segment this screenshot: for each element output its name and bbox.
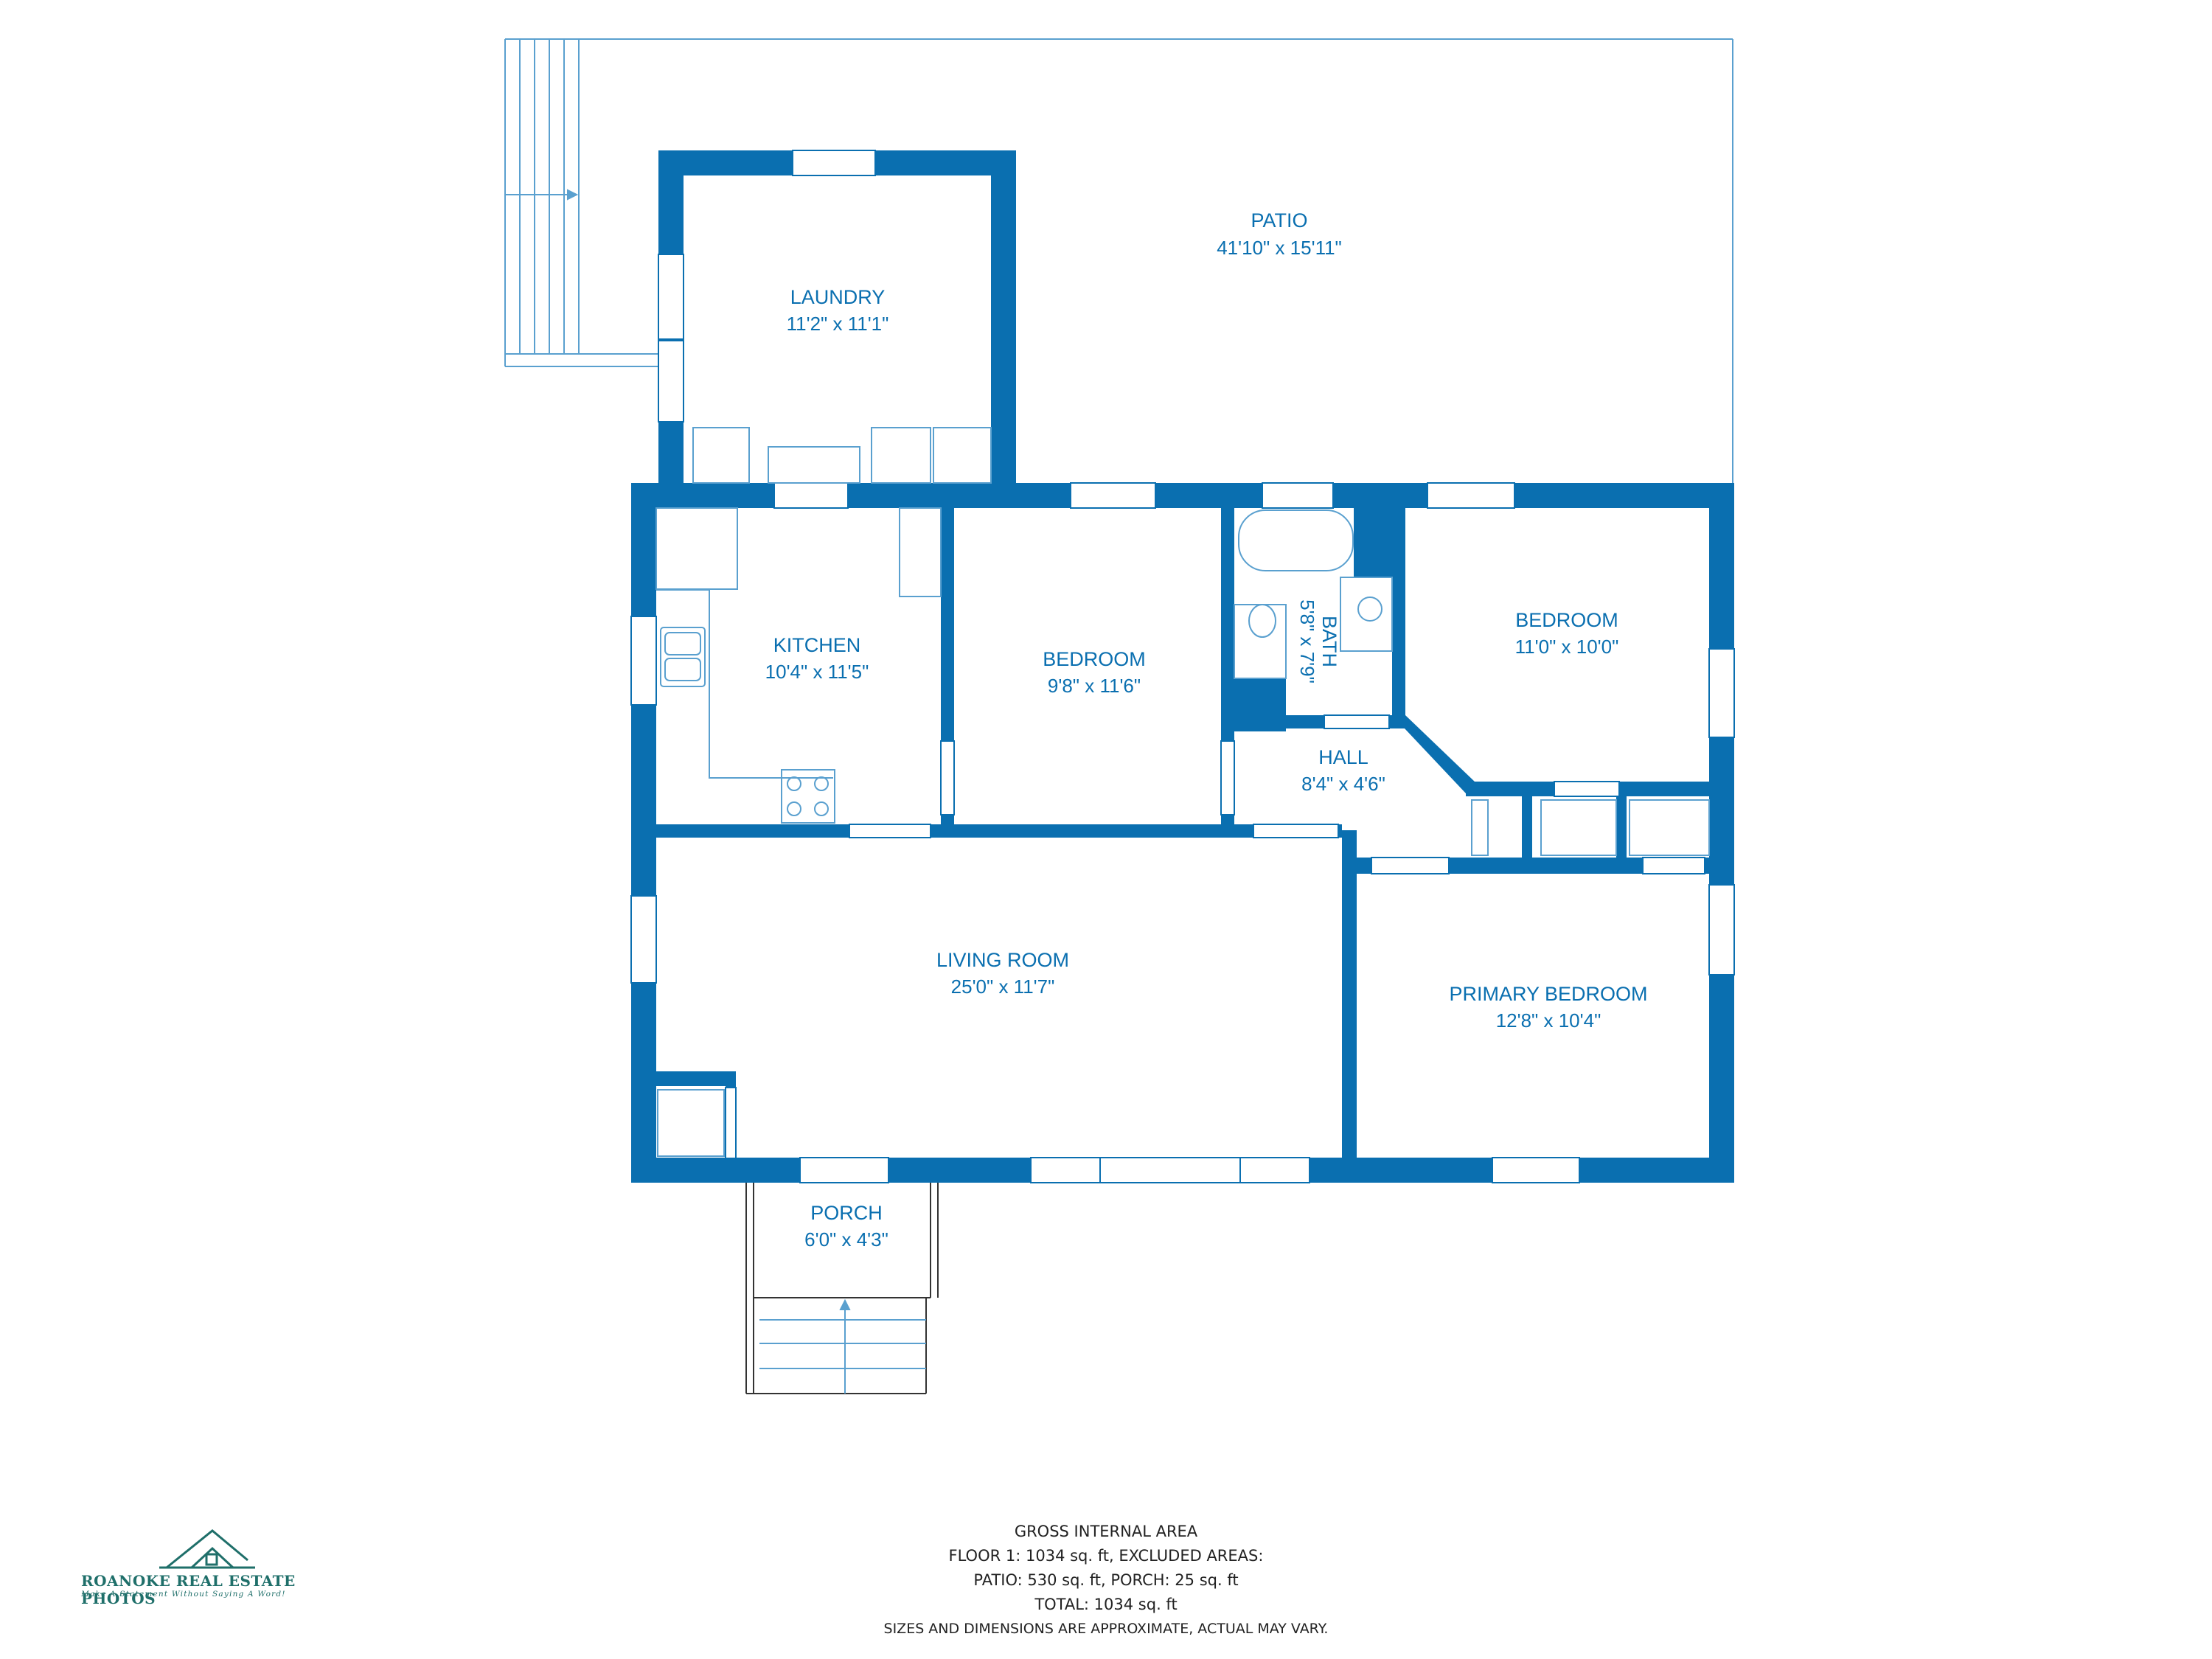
kitchen-label: KITCHEN (773, 634, 861, 656)
patio-dims: 41'10" x 15'11" (1217, 237, 1342, 259)
area-excluded: PATIO: 530 sq. ft, PORCH: 25 sq. ft (973, 1571, 1239, 1589)
bedroom-2-dims: 11'0" x 10'0" (1515, 636, 1619, 658)
laundry-label: LAUNDRY (790, 286, 886, 308)
patio-label: PATIO (1251, 209, 1307, 232)
bath-label: BATH (1318, 616, 1340, 667)
closet-outlines (657, 799, 1710, 1157)
bedroom-2-label: BEDROOM (1515, 609, 1618, 631)
room-labels: PATIO 41'10" x 15'11" LAUNDRY 11'2" x 11… (765, 209, 1648, 1251)
hall-dims: 8'4" x 4'6" (1301, 773, 1385, 795)
bath-fixtures (1234, 509, 1393, 679)
bedroom-1-dims: 9'8" x 11'6" (1048, 675, 1141, 697)
laundry-dims: 11'2" x 11'1" (787, 313, 889, 335)
bedroom-1-label: BEDROOM (1043, 648, 1146, 670)
primary-bedroom-label: PRIMARY BEDROOM (1449, 983, 1647, 1005)
logo-house-icon (159, 1529, 255, 1569)
area-floor: FLOOR 1: 1034 sq. ft, EXCLUDED AREAS: (948, 1547, 1264, 1565)
bath-dims: 5'8" x 7'9" (1296, 599, 1318, 684)
laundry-fixtures (692, 427, 992, 484)
primary-bedroom-dims: 12'8" x 10'4" (1496, 1009, 1601, 1032)
living-room-label: LIVING ROOM (936, 949, 1069, 971)
windows (630, 150, 1735, 1183)
logo-name: ROANOKE REAL ESTATE PHOTOS (81, 1572, 296, 1607)
kitchen-fixtures (655, 507, 942, 824)
area-total: TOTAL: 1034 sq. ft (1034, 1596, 1178, 1613)
porch-label: PORCH (810, 1202, 883, 1224)
hall-label: HALL (1318, 746, 1368, 768)
living-room-dims: 25'0" x 11'7" (951, 975, 1055, 998)
area-title: GROSS INTERNAL AREA (1014, 1523, 1198, 1540)
patio-outline (504, 38, 1733, 484)
porch-dims: 6'0" x 4'3" (804, 1228, 888, 1251)
hall-diagonal-wall (1392, 715, 1476, 793)
door-openings (725, 714, 1705, 1159)
porch-outline (745, 1183, 939, 1394)
patio-steps (505, 39, 580, 354)
logo-tagline: Make A Statement Without Saying A Word! (81, 1590, 286, 1599)
area-disclaimer: SIZES AND DIMENSIONS ARE APPROXIMATE, AC… (883, 1621, 1329, 1637)
kitchen-dims: 10'4" x 11'5" (765, 661, 869, 683)
porch-steps (759, 1298, 926, 1394)
